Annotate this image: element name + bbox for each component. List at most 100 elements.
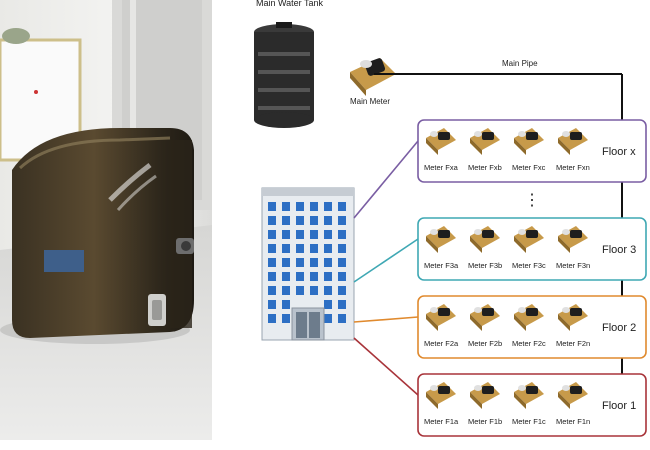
meter-icon [470,304,500,331]
building-window [296,258,304,267]
building-window [296,286,304,295]
building-window [296,230,304,239]
meter-label: Meter F2a [424,339,459,348]
floor-box: Meter Fxa Meter Fxb Meter Fxc Meter Fxn Floo… [353,119,647,219]
building-window [310,286,318,295]
device-photo [0,0,212,440]
building-window [296,202,304,211]
meter-label: Meter F3b [468,261,502,270]
floor-ellipsis: ⋮ [524,192,540,209]
meter-icon [514,226,544,253]
building-window [282,216,290,225]
building-window [338,216,346,225]
building-window [268,258,276,267]
main-meter-icon [350,58,396,96]
building-window [338,202,346,211]
building-window [282,258,290,267]
meter-icon [558,382,588,409]
building-window [310,230,318,239]
building-window [324,272,332,281]
meter-label: Meter F3n [556,261,590,270]
building-window [338,272,346,281]
building-window [268,202,276,211]
meter-icon [514,304,544,331]
meter-label: Meter F3c [512,261,546,270]
meter-label: Meter F1b [468,417,502,426]
building-window [268,314,276,323]
building-window [338,258,346,267]
meter-label: Meter Fxa [424,163,459,172]
meter-label: Meter F1c [512,417,546,426]
meter-icon [558,304,588,331]
floor-label: Floor x [602,146,636,158]
building-window [268,272,276,281]
meter-icon [470,382,500,409]
meter-icon [426,304,456,331]
meter-icon [470,226,500,253]
floor-connector [353,140,419,219]
meter-icon [426,128,456,155]
building-window [282,272,290,281]
floor-connector [353,316,419,323]
building-window [310,244,318,253]
floor-box: Meter F2a Meter F2b Meter F2c Meter F2n Floo… [353,295,647,359]
building-window [268,230,276,239]
meter-label: Meter Fxc [512,163,546,172]
building-window [324,286,332,295]
building-window [296,216,304,225]
building-window [310,202,318,211]
meter-label: Meter F2n [556,339,590,348]
building-window [282,244,290,253]
building-window [310,272,318,281]
building-window [338,286,346,295]
floor-box: Meter F3a Meter F3b Meter F3c Meter F3n Floo… [353,217,647,283]
meter-label: Meter F3a [424,261,459,270]
building-window [296,272,304,281]
building-window [338,244,346,253]
floor-label: Floor 1 [602,400,636,412]
meter-icon [426,226,456,253]
building-window [310,258,318,267]
building-icon [261,187,355,341]
meter-icon [514,128,544,155]
building-window [310,216,318,225]
meter-label: Meter F2b [468,339,502,348]
meter-label: Meter Fxb [468,163,502,172]
building-window [324,202,332,211]
meter-label: Meter F1a [424,417,459,426]
meter-icon [558,226,588,253]
water-tank-icon [254,22,314,128]
building-window [338,230,346,239]
meter-icon [514,382,544,409]
meter-label: Meter F2c [512,339,546,348]
main-meter-label: Main Meter [350,97,390,106]
floor-label: Floor 3 [602,244,636,256]
building-window [324,258,332,267]
building-window [268,244,276,253]
building-window [324,314,332,323]
floor-label: Floor 2 [602,322,636,334]
building-window [324,216,332,225]
floor-connector [353,238,419,283]
meter-icon [426,382,456,409]
meter-label: Meter F1n [556,417,590,426]
building-window [324,244,332,253]
building-window [324,230,332,239]
building-window [268,216,276,225]
building-window [282,300,290,309]
main-water-tank-label: Main Water Tank [256,0,324,8]
meter-icon [470,128,500,155]
building-window [296,244,304,253]
meter-label: Meter Fxn [556,163,590,172]
building-window [282,286,290,295]
meter-icon [558,128,588,155]
floor-box: Meter F1a Meter F1b Meter F1c Meter F1n Floo… [353,337,647,437]
building-window [282,314,290,323]
building-window [338,300,346,309]
building-window [282,202,290,211]
building-window [282,230,290,239]
building-window [268,286,276,295]
building-window [338,314,346,323]
main-pipe-label: Main Pipe [502,59,538,68]
building-window [324,300,332,309]
